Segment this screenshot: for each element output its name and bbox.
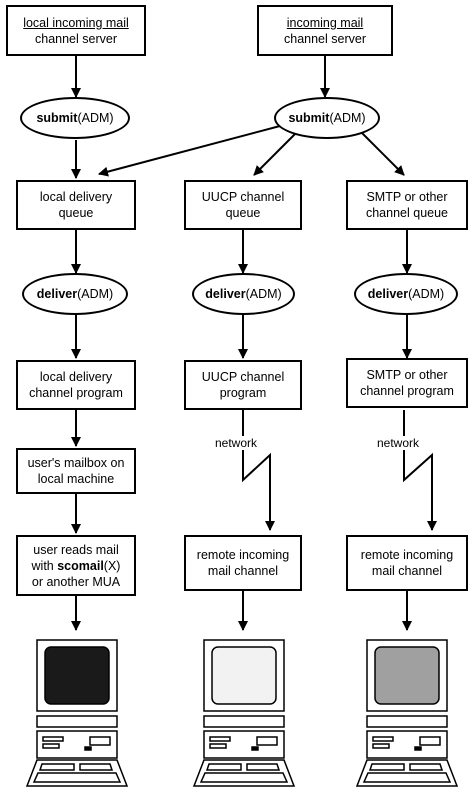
network-label-smtp: network (376, 436, 421, 450)
reader-line2: with scomail(X) (32, 558, 121, 574)
smtp-queue-line2: channel queue (365, 206, 449, 220)
deliver-cmd-uucp: deliver (205, 287, 246, 301)
submit-arg-left: (ADM) (77, 111, 114, 125)
user-reads-mail-box: user reads mail with scomail(X) or anoth… (16, 535, 136, 596)
deliver-oval-local: deliver(ADM) (22, 273, 128, 315)
smtp-program-line1: SMTP or other (366, 368, 448, 382)
deliver-arg-smtp: (ADM) (408, 287, 445, 301)
reader-line2-pre: with (31, 558, 58, 573)
remote-smtp-line2: mail channel (371, 564, 443, 578)
mailbox-line1: user's mailbox on (27, 456, 125, 470)
computer-smtp (355, 639, 459, 787)
submit-oval-right: submit(ADM) (274, 97, 380, 139)
local-queue-line1: local delivery (39, 190, 113, 204)
remote-smtp-line1: remote incoming (360, 548, 454, 562)
deliver-oval-uucp: deliver(ADM) (192, 273, 295, 315)
uucp-queue-line2: queue (225, 206, 261, 220)
local-server-line1: local incoming mail (23, 15, 129, 30)
uucp-program-line1: UUCP channel (201, 370, 285, 384)
uucp-queue-line1: UUCP channel (201, 190, 285, 204)
uucp-channel-program-box: UUCP channel program (184, 360, 302, 410)
uucp-queue-box: UUCP channel queue (184, 180, 302, 230)
deliver-arg-uucp: (ADM) (245, 287, 282, 301)
computer-local (25, 639, 129, 787)
reader-line2-cmd: scomail (57, 558, 104, 573)
local-program-line1: local delivery (39, 370, 113, 384)
smtp-queue-box: SMTP or other channel queue (346, 180, 468, 230)
screen-uucp (211, 646, 277, 705)
mailbox-line2: local machine (37, 472, 115, 486)
remote-uucp-line1: remote incoming (196, 548, 290, 562)
arrow-submit-to-local-queue-branch (98, 125, 281, 177)
reader-line2-post: (X) (103, 558, 121, 573)
submit-cmd-right: submit (288, 111, 330, 125)
remote-uucp-line2: mail channel (207, 564, 279, 578)
computer-uucp (192, 639, 296, 787)
network-path-uucp (242, 410, 275, 531)
screen-smtp (374, 646, 440, 705)
remote-incoming-uucp-box: remote incoming mail channel (184, 535, 302, 591)
local-program-line2: channel program (29, 386, 123, 400)
incoming-server-line1: incoming mail (286, 15, 364, 30)
deliver-oval-smtp: deliver(ADM) (354, 273, 458, 315)
incoming-server-box: incoming mail channel server (257, 5, 393, 56)
deliver-arg-local: (ADM) (77, 287, 114, 301)
deliver-cmd-local: deliver (36, 287, 78, 301)
network-label-uucp: network (214, 436, 259, 450)
local-server-line2: channel server (35, 31, 117, 46)
mailbox-box: user's mailbox on local machine (16, 448, 136, 494)
submit-cmd-left: submit (36, 111, 78, 125)
remote-incoming-smtp-box: remote incoming mail channel (346, 535, 468, 591)
local-delivery-queue-box: local delivery queue (16, 180, 136, 230)
smtp-program-line2: channel program (360, 384, 454, 398)
arrow-submit-to-smtp-queue (361, 132, 405, 176)
incoming-server-line2: channel server (284, 31, 366, 46)
submit-arg-right: (ADM) (329, 111, 366, 125)
deliver-cmd-smtp: deliver (367, 287, 409, 301)
submit-oval-left: submit(ADM) (20, 97, 130, 139)
screen-local (44, 646, 110, 705)
local-queue-line2: queue (58, 206, 94, 220)
local-incoming-server-box: local incoming mail channel server (6, 5, 146, 56)
reader-line1: user reads mail (33, 542, 119, 557)
network-path-smtp (403, 410, 437, 531)
smtp-queue-line1: SMTP or other (366, 190, 448, 204)
uucp-program-line2: program (219, 386, 267, 400)
reader-line3: or another MUA (31, 574, 121, 589)
local-channel-program-box: local delivery channel program (16, 360, 136, 410)
smtp-channel-program-box: SMTP or other channel program (346, 358, 468, 408)
arrow-submit-to-uucp-queue (253, 132, 297, 176)
